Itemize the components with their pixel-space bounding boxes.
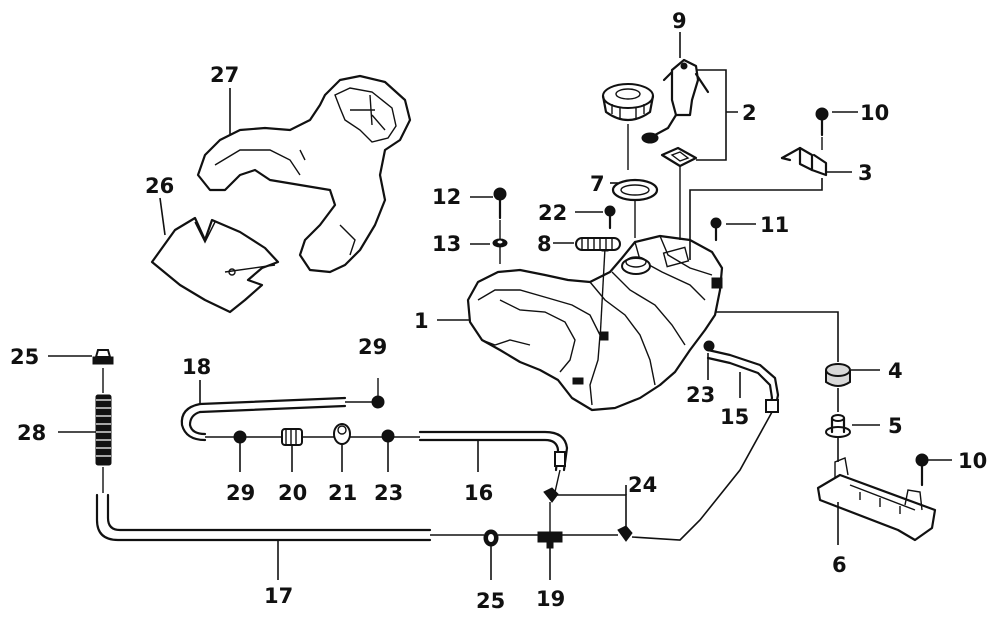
- label-29-top: 29: [358, 335, 387, 359]
- part-2-fuel-pump: [641, 58, 710, 240]
- label-15: 15: [720, 405, 749, 429]
- fuel-cap: [601, 83, 655, 170]
- label-22: 22: [538, 201, 567, 225]
- part-12-bolt: [493, 187, 507, 264]
- part-3-bracket: [780, 146, 828, 177]
- label-17: 17: [264, 584, 293, 608]
- label-25-top: 25: [10, 345, 39, 369]
- part-29-cap-bottom: [233, 430, 247, 444]
- label-24: 24: [628, 473, 657, 497]
- part-10-bolt-bottom: [915, 453, 929, 487]
- label-8: 8: [537, 232, 552, 256]
- part-23-clamp-lower: [381, 429, 395, 443]
- label-2: 2: [742, 101, 757, 125]
- leader-tank-mount: [715, 311, 839, 362]
- label-9: 9: [672, 9, 687, 33]
- leader-2: [696, 69, 738, 161]
- part-11-bolt: [710, 217, 722, 242]
- part-23-clamp-tank: [703, 340, 715, 352]
- label-26: 26: [145, 174, 174, 198]
- part-7-o-ring: [611, 178, 659, 238]
- callout-labels: 9 2 10 3 7 12 22 11 13 8 1 4 23 15 5 10 …: [10, 9, 987, 613]
- part-26-pad: [150, 216, 280, 314]
- part-15-hose: [706, 348, 780, 414]
- label-3: 3: [858, 161, 873, 185]
- part-28-sleeve: [95, 368, 112, 493]
- label-27: 27: [210, 63, 239, 87]
- part-19-t-joint: [537, 502, 563, 549]
- part-17-hose: [95, 493, 618, 542]
- part-10-bolt-top: [815, 107, 829, 150]
- label-19: 19: [536, 587, 565, 611]
- label-23-tank: 23: [686, 383, 715, 407]
- label-1: 1: [414, 309, 429, 333]
- part-16-hose: [418, 430, 569, 493]
- part-22-bolt: [604, 205, 616, 230]
- part-1-fuel-tank: [466, 234, 724, 412]
- part-8-breather: [575, 237, 621, 251]
- part-21-valve: [333, 423, 351, 445]
- part-24-clamp-b: [617, 525, 633, 542]
- part-24-clamp-a: [543, 487, 559, 503]
- label-6: 6: [832, 553, 847, 577]
- label-28: 28: [17, 421, 46, 445]
- part-18-hose: [180, 396, 347, 442]
- part-13-washer: [492, 238, 508, 248]
- label-10-bottom: 10: [958, 449, 987, 473]
- part-25-clamp-bottom: [483, 529, 499, 547]
- label-12: 12: [432, 185, 461, 209]
- label-29-bottom: 29: [226, 481, 255, 505]
- label-13: 13: [432, 232, 461, 256]
- label-16: 16: [464, 481, 493, 505]
- label-20: 20: [278, 481, 307, 505]
- label-5: 5: [888, 414, 903, 438]
- label-25-bottom: 25: [476, 589, 505, 613]
- leader-lines: [48, 32, 952, 580]
- part-27-pad: [196, 74, 412, 274]
- label-7: 7: [590, 172, 605, 196]
- label-11: 11: [760, 213, 789, 237]
- part-25-cap-top: [92, 349, 114, 365]
- part-29-cap-top: [345, 378, 385, 409]
- leader-24: [552, 494, 627, 526]
- label-18: 18: [182, 355, 211, 379]
- label-4: 4: [888, 359, 903, 383]
- label-21: 21: [328, 481, 357, 505]
- part-20-filter: [281, 428, 303, 446]
- label-10-top: 10: [860, 101, 889, 125]
- part-4-rubber-mount: [825, 363, 851, 387]
- leader-tank-bracket: [689, 178, 823, 260]
- part-5-collar: [825, 414, 851, 438]
- label-23-lower: 23: [374, 481, 403, 505]
- part-6-mounting-plate: [816, 457, 937, 542]
- hose-15-to-24: [631, 411, 773, 541]
